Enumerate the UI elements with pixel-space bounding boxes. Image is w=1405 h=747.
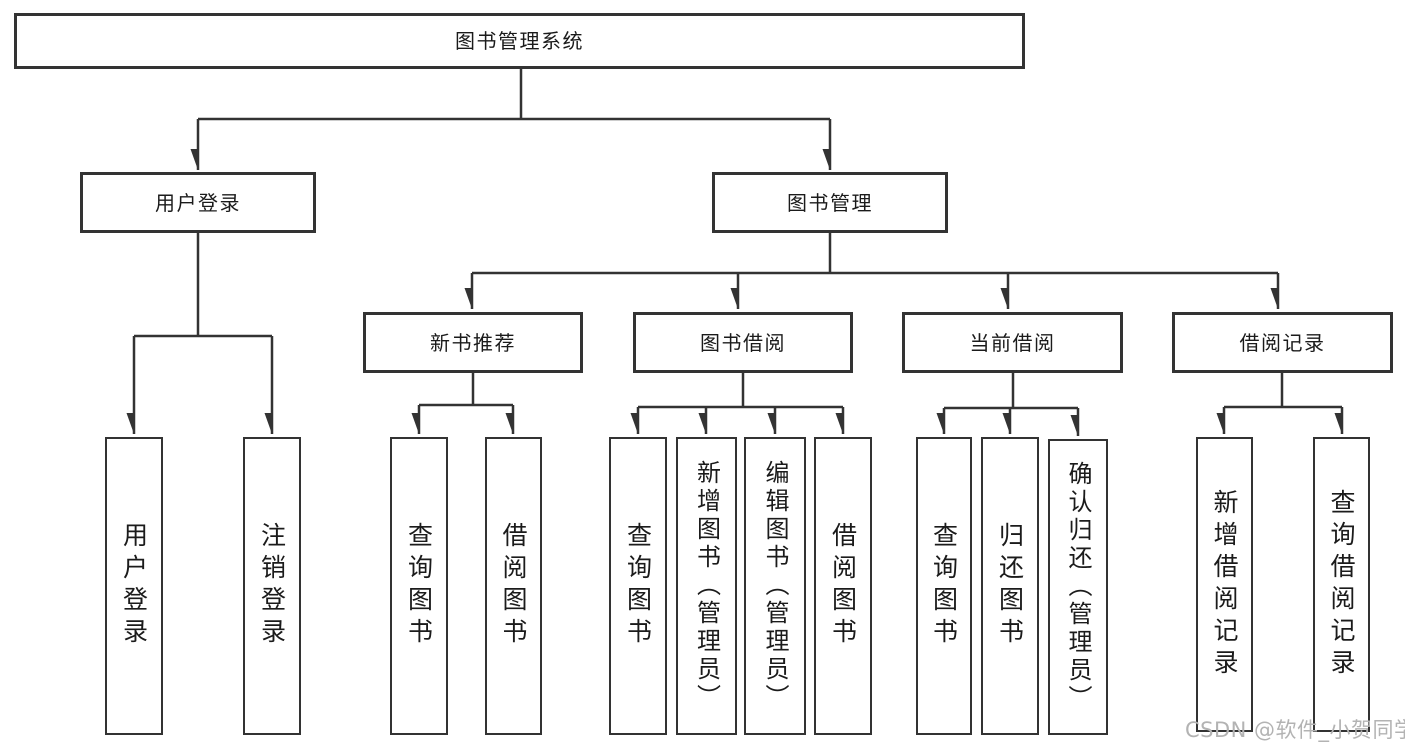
node-leaf-rec-borrow-book-label: 借阅图书 xyxy=(499,522,528,650)
connector-new-book-rec-split xyxy=(419,373,513,407)
node-leaf-borrow-add-book-label: 新增图书（管理员） xyxy=(692,460,721,712)
node-book-mgmt-label: 图书管理 xyxy=(787,190,873,215)
watermark-text: CSDN @软件_小贺同学 xyxy=(1185,718,1405,742)
node-borrow-records: 借阅记录 xyxy=(1172,312,1393,373)
node-user-login: 用户登录 xyxy=(80,172,316,233)
node-leaf-borrow-add-book: 新增图书（管理员） xyxy=(676,437,737,735)
node-leaf-current-return-book-label: 归还图书 xyxy=(995,522,1025,650)
node-current-borrow-label: 当前借阅 xyxy=(969,330,1056,355)
node-leaf-confirm-return-label: 确认归还（管理员） xyxy=(1064,461,1092,713)
connector-user-login-split xyxy=(134,233,272,338)
node-leaf-confirm-return: 确认归还（管理员） xyxy=(1048,439,1108,735)
connector-root-split xyxy=(198,69,830,121)
node-leaf-borrow-query-book-label: 查询图书 xyxy=(623,522,653,650)
node-leaf-borrow-borrow-book: 借阅图书 xyxy=(814,437,872,735)
node-leaf-borrow-edit-book: 编辑图书（管理员） xyxy=(744,437,806,735)
node-leaf-rec-query-book-label: 查询图书 xyxy=(404,522,434,650)
node-book-borrow: 图书借阅 xyxy=(633,312,853,373)
connector-book-borrow-split xyxy=(638,373,843,409)
node-leaf-user-login-label: 用户登录 xyxy=(119,522,149,650)
node-leaf-records-query-label: 查询借阅记录 xyxy=(1327,488,1356,681)
node-book-borrow-label: 图书借阅 xyxy=(700,330,786,355)
node-book-mgmt: 图书管理 xyxy=(712,172,948,233)
node-leaf-records-add: 新增借阅记录 xyxy=(1196,437,1253,732)
node-leaf-current-query-book-label: 查询图书 xyxy=(929,522,959,650)
node-leaf-records-query: 查询借阅记录 xyxy=(1313,437,1370,732)
node-new-book-rec-label: 新书推荐 xyxy=(430,330,516,355)
node-current-borrow: 当前借阅 xyxy=(902,312,1123,373)
node-leaf-rec-borrow-book: 借阅图书 xyxy=(485,437,542,735)
node-leaf-borrow-edit-book-label: 编辑图书（管理员） xyxy=(761,460,789,712)
node-leaf-records-add-label: 新增借阅记录 xyxy=(1210,488,1239,681)
node-leaf-logout-label: 注销登录 xyxy=(257,522,287,650)
node-root-label: 图书管理系统 xyxy=(455,29,584,53)
node-new-book-rec: 新书推荐 xyxy=(363,312,583,373)
node-leaf-user-login: 用户登录 xyxy=(105,437,163,735)
node-leaf-logout: 注销登录 xyxy=(243,437,301,735)
node-leaf-rec-query-book: 查询图书 xyxy=(390,437,448,735)
node-leaf-current-return-book: 归还图书 xyxy=(981,437,1039,735)
node-root: 图书管理系统 xyxy=(14,13,1025,69)
node-leaf-borrow-borrow-book-label: 借阅图书 xyxy=(828,522,858,650)
connector-current-borrow-split xyxy=(944,373,1078,410)
node-user-login-label: 用户登录 xyxy=(155,190,241,215)
node-leaf-current-query-book: 查询图书 xyxy=(916,437,972,735)
node-leaf-borrow-query-book: 查询图书 xyxy=(609,437,667,735)
connector-borrow-records-split xyxy=(1224,373,1342,409)
node-borrow-records-label: 借阅记录 xyxy=(1239,330,1326,355)
connector-book-mgmt-split xyxy=(472,233,1278,275)
